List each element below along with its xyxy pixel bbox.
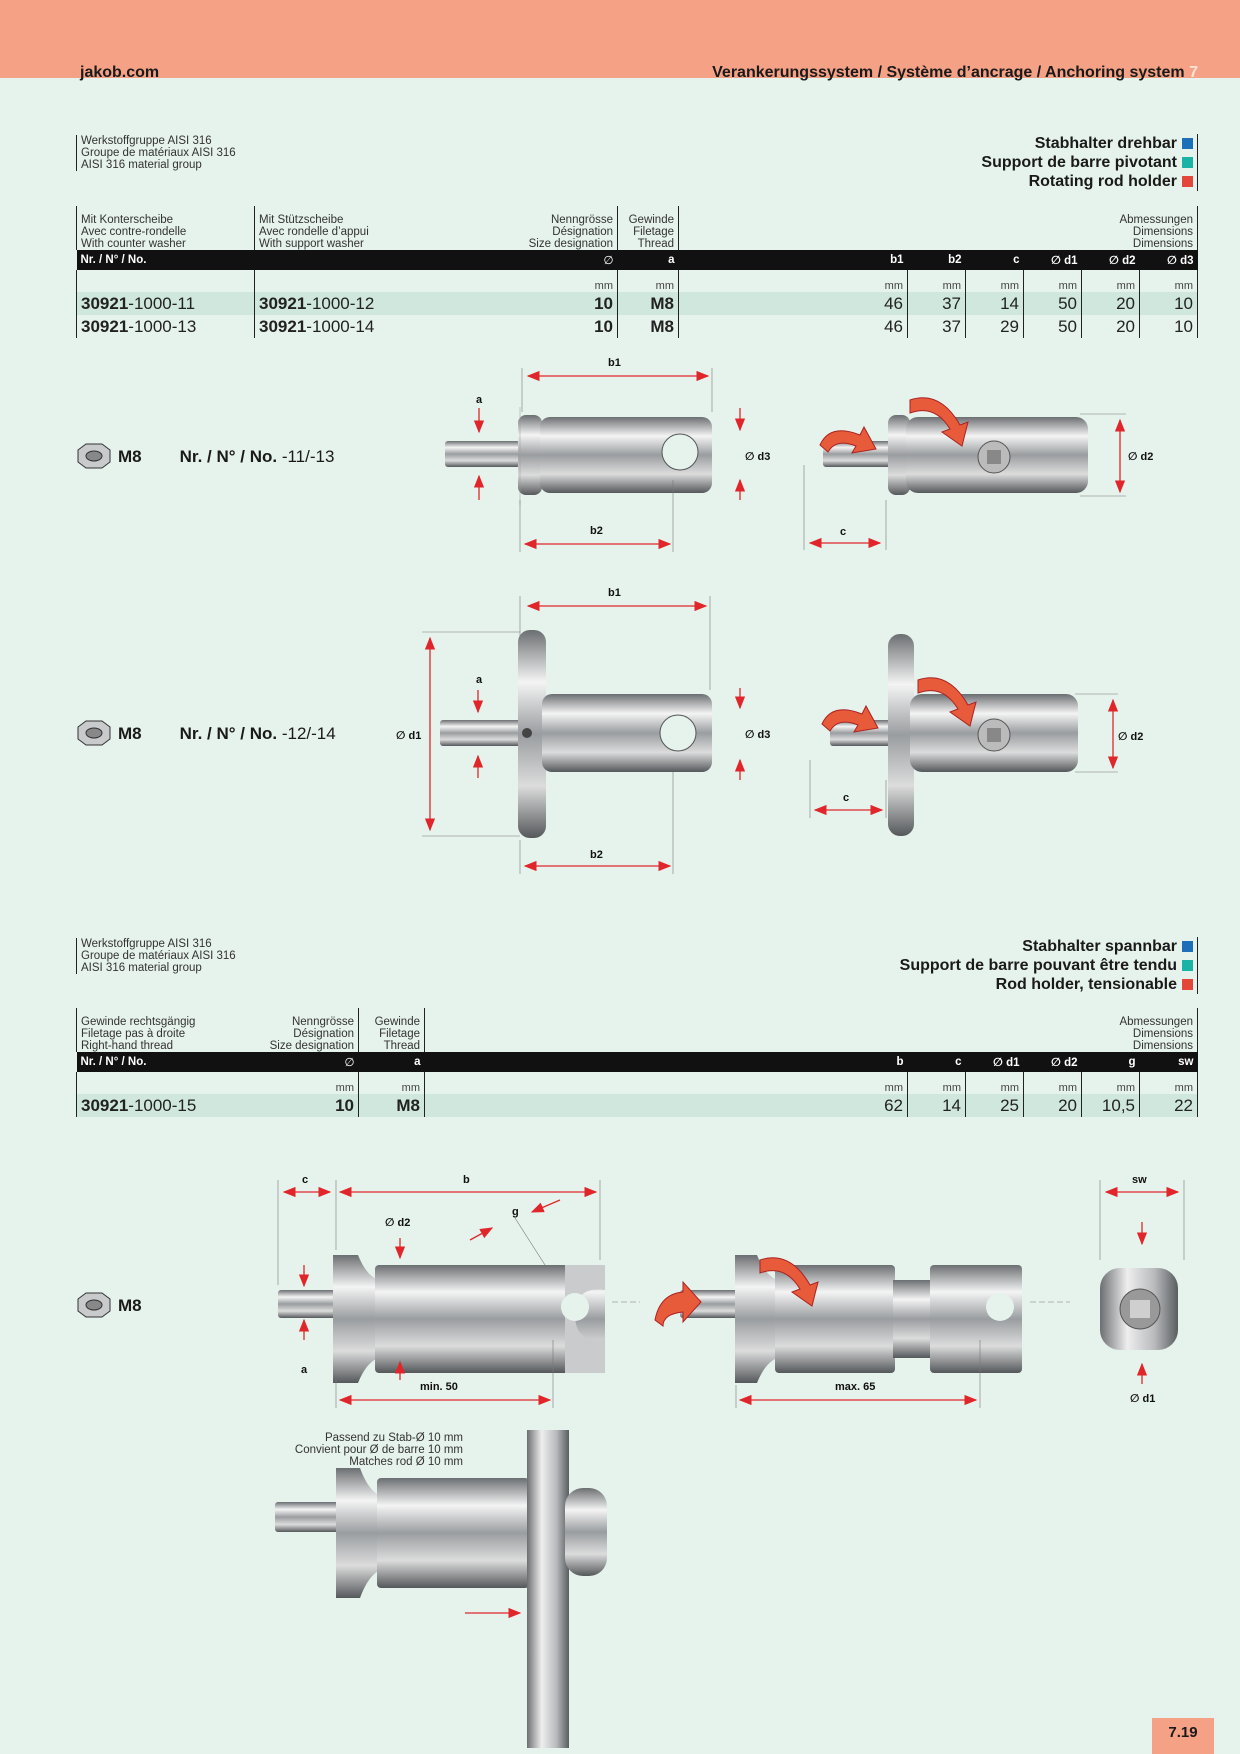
- red-square-icon: [1182, 979, 1193, 990]
- section-title-2: Stabhalter spannbar Support de barre pou…: [900, 937, 1198, 994]
- drawing-tensionable-side: [277, 1180, 640, 1408]
- blue-square-icon: [1182, 941, 1193, 952]
- page-number: 7.19: [1152, 1718, 1214, 1754]
- nut-icon: [77, 443, 111, 469]
- dim-label-b1: b1: [608, 587, 621, 599]
- dim-label-d2: ∅ d2: [385, 1217, 411, 1229]
- drawing-rotating-11-13-side: [445, 368, 746, 552]
- callout-m8-11-13: M8 Nr. / N° / No. -11/-13: [118, 447, 335, 466]
- drawing-tensionable-end-view: [1099, 1180, 1185, 1384]
- dim-label-d2: ∅ d2: [1128, 451, 1154, 463]
- dim-label-c: c: [840, 526, 847, 538]
- dim-label-d3: ∅ d3: [745, 451, 771, 463]
- drawing-rod-holder-with-rod: [275, 1430, 607, 1748]
- dim-label-d1: ∅ d1: [1130, 1393, 1156, 1405]
- dim-label-b2: b2: [590, 525, 603, 537]
- drawing-rotating-11-13-front: [803, 397, 1126, 550]
- blue-square-icon: [1182, 138, 1193, 149]
- drawing-rotating-12-14-front: [809, 634, 1119, 836]
- red-square-icon: [1182, 176, 1193, 187]
- dim-label-d1: ∅ d1: [396, 730, 422, 742]
- dim-label-a: a: [476, 394, 483, 406]
- drawing-tensionable-extended: [654, 1255, 1070, 1408]
- dim-label-sw: sw: [1132, 1174, 1147, 1186]
- dim-label-c: c: [843, 792, 850, 804]
- dim-label-max: max. 65: [835, 1381, 876, 1393]
- header-band: [0, 0, 1240, 78]
- dim-label-a: a: [476, 674, 483, 686]
- dim-label-b2: b2: [590, 849, 603, 861]
- dim-label-d2: ∅ d2: [1118, 731, 1144, 743]
- chapter-title: Verankerungssystem / Système d’ancrage /…: [712, 64, 1198, 81]
- callout-m8-15: M8: [118, 1296, 142, 1315]
- nut-icon: [77, 720, 111, 746]
- dim-label-d3: ∅ d3: [745, 729, 771, 741]
- dim-label-b: b: [463, 1174, 470, 1186]
- dim-label-a: a: [301, 1364, 308, 1376]
- dim-label-min: min. 50: [420, 1381, 458, 1393]
- callout-m8-12-14: M8 Nr. / N° / No. -12/-14: [118, 724, 336, 743]
- drawing-rotating-12-14-side: [422, 596, 746, 874]
- dim-label-g: g: [512, 1206, 519, 1218]
- teal-square-icon: [1182, 960, 1193, 971]
- dim-label-c: c: [302, 1174, 309, 1186]
- site-url[interactable]: jakob.com: [80, 64, 160, 81]
- section-title-1: Stabhalter drehbar Support de barre pivo…: [981, 134, 1198, 191]
- chapter-number: 7: [1189, 64, 1198, 81]
- teal-square-icon: [1182, 157, 1193, 168]
- nut-icon: [77, 1292, 111, 1318]
- dim-label-b1: b1: [608, 357, 621, 369]
